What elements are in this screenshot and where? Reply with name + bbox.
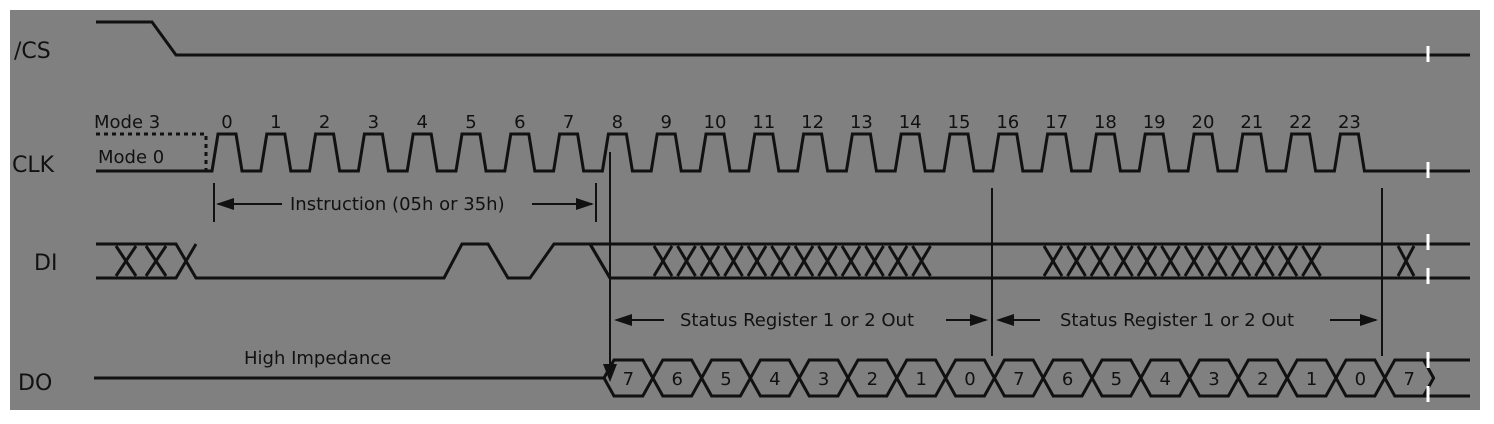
di-x-mark bbox=[1066, 245, 1087, 277]
do-bit-cells: 7 6 5 4 3 2 1 0 7 6 5 4 3 2 1 0 7 bbox=[602, 358, 1470, 398]
clk-cycle-number: 18 bbox=[1094, 112, 1117, 133]
do-bit-label: 4 bbox=[1159, 369, 1170, 390]
do-bit-cell bbox=[1383, 358, 1436, 398]
di-dont-care-group-2 bbox=[1042, 245, 1322, 277]
di-x-mark bbox=[1089, 245, 1111, 277]
do-bit-label: 6 bbox=[1062, 369, 1073, 390]
di-x-mark bbox=[746, 245, 768, 277]
do-bit-label: 5 bbox=[720, 369, 731, 390]
clk-cycle-number: 2 bbox=[319, 112, 330, 133]
di-x-mark bbox=[911, 245, 932, 277]
status-label-2: Status Register 1 or 2 Out bbox=[1060, 310, 1294, 331]
di-x-mark bbox=[1136, 245, 1158, 277]
di-x-mark bbox=[1277, 245, 1299, 277]
do-bit-label: 4 bbox=[769, 369, 780, 390]
di-x-mark bbox=[1254, 245, 1275, 277]
clk-cycle-number: 6 bbox=[514, 112, 525, 133]
di-x-mark bbox=[1160, 245, 1181, 277]
do-bit-label: 3 bbox=[1208, 369, 1219, 390]
di-x-mark bbox=[676, 245, 697, 277]
clk-cycle-number: 17 bbox=[1045, 112, 1068, 133]
do-start-arrow-head bbox=[603, 364, 617, 382]
clk-cycle-number: 20 bbox=[1192, 112, 1215, 133]
di-x-mark bbox=[817, 245, 838, 277]
instruction-label: Instruction (05h or 35h) bbox=[290, 194, 505, 215]
di-x-mark bbox=[652, 245, 674, 277]
di-x-mark bbox=[840, 245, 862, 277]
di-x-mark bbox=[770, 245, 791, 277]
status-label-1: Status Register 1 or 2 Out bbox=[680, 310, 914, 331]
di-x-mark bbox=[793, 245, 815, 277]
status-arrow-2 bbox=[996, 314, 1378, 326]
clk-cycle-number: 1 bbox=[270, 112, 281, 133]
clk-cycle-number: 4 bbox=[416, 112, 427, 133]
high-impedance-label: High Impedance bbox=[244, 348, 391, 369]
do-bit-label: 2 bbox=[867, 369, 878, 390]
di-x-mark bbox=[1207, 245, 1228, 277]
do-bit-label: 3 bbox=[818, 369, 829, 390]
do-bit-label: 7 bbox=[1013, 369, 1024, 390]
clk-mode3-label: Mode 3 bbox=[94, 112, 160, 133]
di-dont-care-group-1 bbox=[652, 245, 932, 277]
do-bit-label: 7 bbox=[623, 369, 634, 390]
clk-cycle-number: 10 bbox=[704, 112, 727, 133]
clk-cycle-number: 8 bbox=[612, 112, 623, 133]
do-bit-label: 2 bbox=[1257, 369, 1268, 390]
di-x-mark bbox=[1113, 245, 1134, 277]
clk-waveform bbox=[96, 132, 1470, 173]
clk-cycle-number: 19 bbox=[1143, 112, 1166, 133]
diagram-panel bbox=[10, 10, 1480, 410]
di-x-mark bbox=[1183, 245, 1205, 277]
di-x-mark bbox=[887, 245, 909, 277]
clk-cycle-number: 12 bbox=[801, 112, 824, 133]
clk-cycle-number: 15 bbox=[948, 112, 971, 133]
di-x-mark bbox=[1301, 245, 1322, 277]
clk-cycle-number: 14 bbox=[899, 112, 922, 133]
clk-mode0-label: Mode 0 bbox=[98, 147, 164, 168]
clk-cycle-number: 9 bbox=[660, 112, 671, 133]
do-bit-label: 1 bbox=[1306, 369, 1317, 390]
di-x-mark bbox=[699, 245, 721, 277]
clk-cycle-number: 5 bbox=[465, 112, 476, 133]
do-bit-label: 0 bbox=[964, 369, 975, 390]
do-bit-label: 0 bbox=[1355, 369, 1366, 390]
clk-label: CLK bbox=[12, 153, 55, 178]
di-x-mark bbox=[1230, 245, 1252, 277]
di-x-mark bbox=[864, 245, 885, 277]
di-x-mark bbox=[1042, 245, 1064, 277]
di-dont-care-end bbox=[1396, 245, 1416, 277]
clk-cycle-number: 13 bbox=[850, 112, 873, 133]
clk-cycle-number: 0 bbox=[221, 112, 232, 133]
clk-cycle-number: 22 bbox=[1289, 112, 1312, 133]
cs-waveform bbox=[96, 20, 1470, 57]
di-x-mark bbox=[723, 245, 744, 277]
do-bit-label: 6 bbox=[671, 369, 682, 390]
do-bit-label: 5 bbox=[1111, 369, 1122, 390]
clk-cycle-number: 3 bbox=[368, 112, 379, 133]
clk-cycle-number: 21 bbox=[1240, 112, 1263, 133]
clk-cycle-number: 11 bbox=[752, 112, 775, 133]
status-arrow-1 bbox=[614, 314, 988, 326]
clk-cycle-number: 16 bbox=[996, 112, 1019, 133]
di-waveform bbox=[96, 242, 1470, 280]
do-bit-label: 7 bbox=[1403, 369, 1414, 390]
clk-cycle-number: 7 bbox=[563, 112, 574, 133]
instruction-arrow-right-head bbox=[576, 198, 594, 210]
do-label: DO bbox=[18, 371, 52, 396]
cs-label: /CS bbox=[14, 39, 51, 64]
clk-cycle-number: 23 bbox=[1338, 112, 1361, 133]
di-label: DI bbox=[34, 251, 57, 276]
do-bit-label: 1 bbox=[915, 369, 926, 390]
instruction-arrow-left-head bbox=[216, 198, 234, 210]
